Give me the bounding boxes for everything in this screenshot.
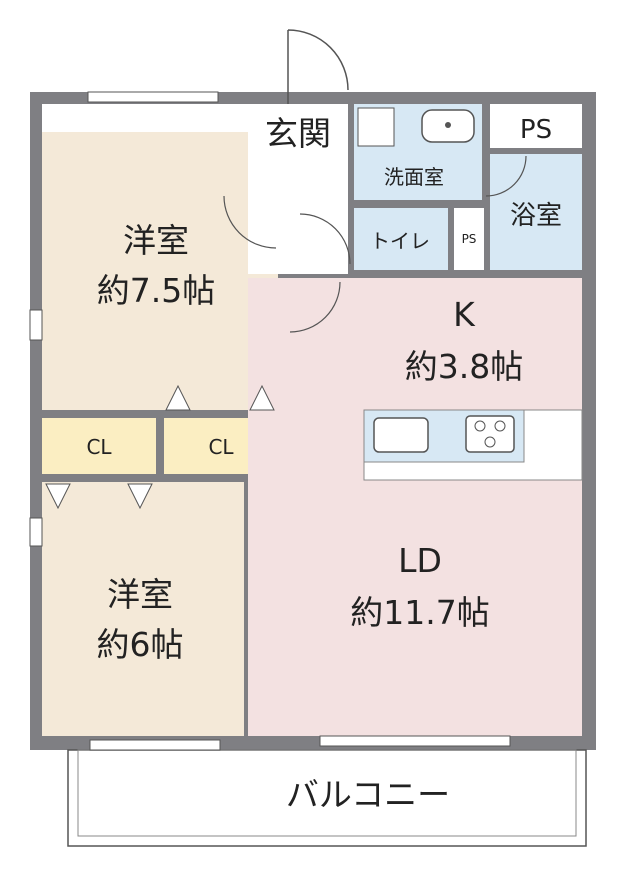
closet-door-marker xyxy=(165,384,191,411)
ld-size: 約11.7帖 xyxy=(350,593,489,632)
western-room-1-size: 約7.5帖 xyxy=(97,271,215,310)
room-door-swing xyxy=(223,195,277,249)
western-room-2-name: 洋室 xyxy=(107,575,173,614)
window xyxy=(319,735,511,747)
window xyxy=(87,91,219,103)
ld-name: LD xyxy=(398,541,442,580)
western-room-1-area xyxy=(42,132,278,410)
upper-storage-strip xyxy=(42,104,248,132)
closet-2-label: CL xyxy=(208,435,234,459)
western-room-1-name: 洋室 xyxy=(123,221,189,260)
ps-large-label: PS xyxy=(520,115,552,145)
kitchen-size: 約3.8帖 xyxy=(405,347,523,386)
ps-small-area xyxy=(454,208,484,270)
hallway-area xyxy=(248,104,348,274)
stove-icon xyxy=(465,415,515,453)
closet-door-marker xyxy=(45,483,71,510)
sink-icon xyxy=(373,417,429,453)
toilet-door-swing xyxy=(299,213,351,265)
closet-1-area xyxy=(42,418,156,474)
entrance-door-swing xyxy=(287,29,349,104)
burner-icon xyxy=(484,436,496,448)
burner-icon xyxy=(474,420,486,432)
ps-large-area xyxy=(490,104,582,148)
balcony-inner-outline xyxy=(77,749,577,837)
western-room-2-area xyxy=(42,482,244,736)
closet-door-marker xyxy=(249,384,275,411)
window xyxy=(29,517,43,547)
western-room-2-size: 約6帖 xyxy=(97,625,184,664)
closet-1-label: CL xyxy=(86,435,112,459)
balcony-outline xyxy=(67,749,587,847)
bathroom-area xyxy=(490,154,582,270)
ld-door-swing xyxy=(289,281,341,333)
toilet-label: トイレ xyxy=(370,229,430,253)
window xyxy=(29,309,43,341)
bathroom-label: 浴室 xyxy=(510,201,562,231)
toilet-area xyxy=(354,208,448,270)
washroom-label: 洗面室 xyxy=(384,165,444,189)
entrance-label: 玄関 xyxy=(265,114,331,153)
washing-machine-icon xyxy=(357,107,395,147)
washroom-door-swing xyxy=(485,155,527,197)
window xyxy=(89,739,221,751)
ps-small-label: PS xyxy=(462,232,477,246)
drain-icon xyxy=(445,122,451,128)
burner-icon xyxy=(494,420,506,432)
kitchen-name: K xyxy=(453,295,476,334)
ldk-area xyxy=(248,278,582,736)
balcony-label: バルコニー xyxy=(286,775,450,814)
closet-door-marker xyxy=(127,483,153,510)
